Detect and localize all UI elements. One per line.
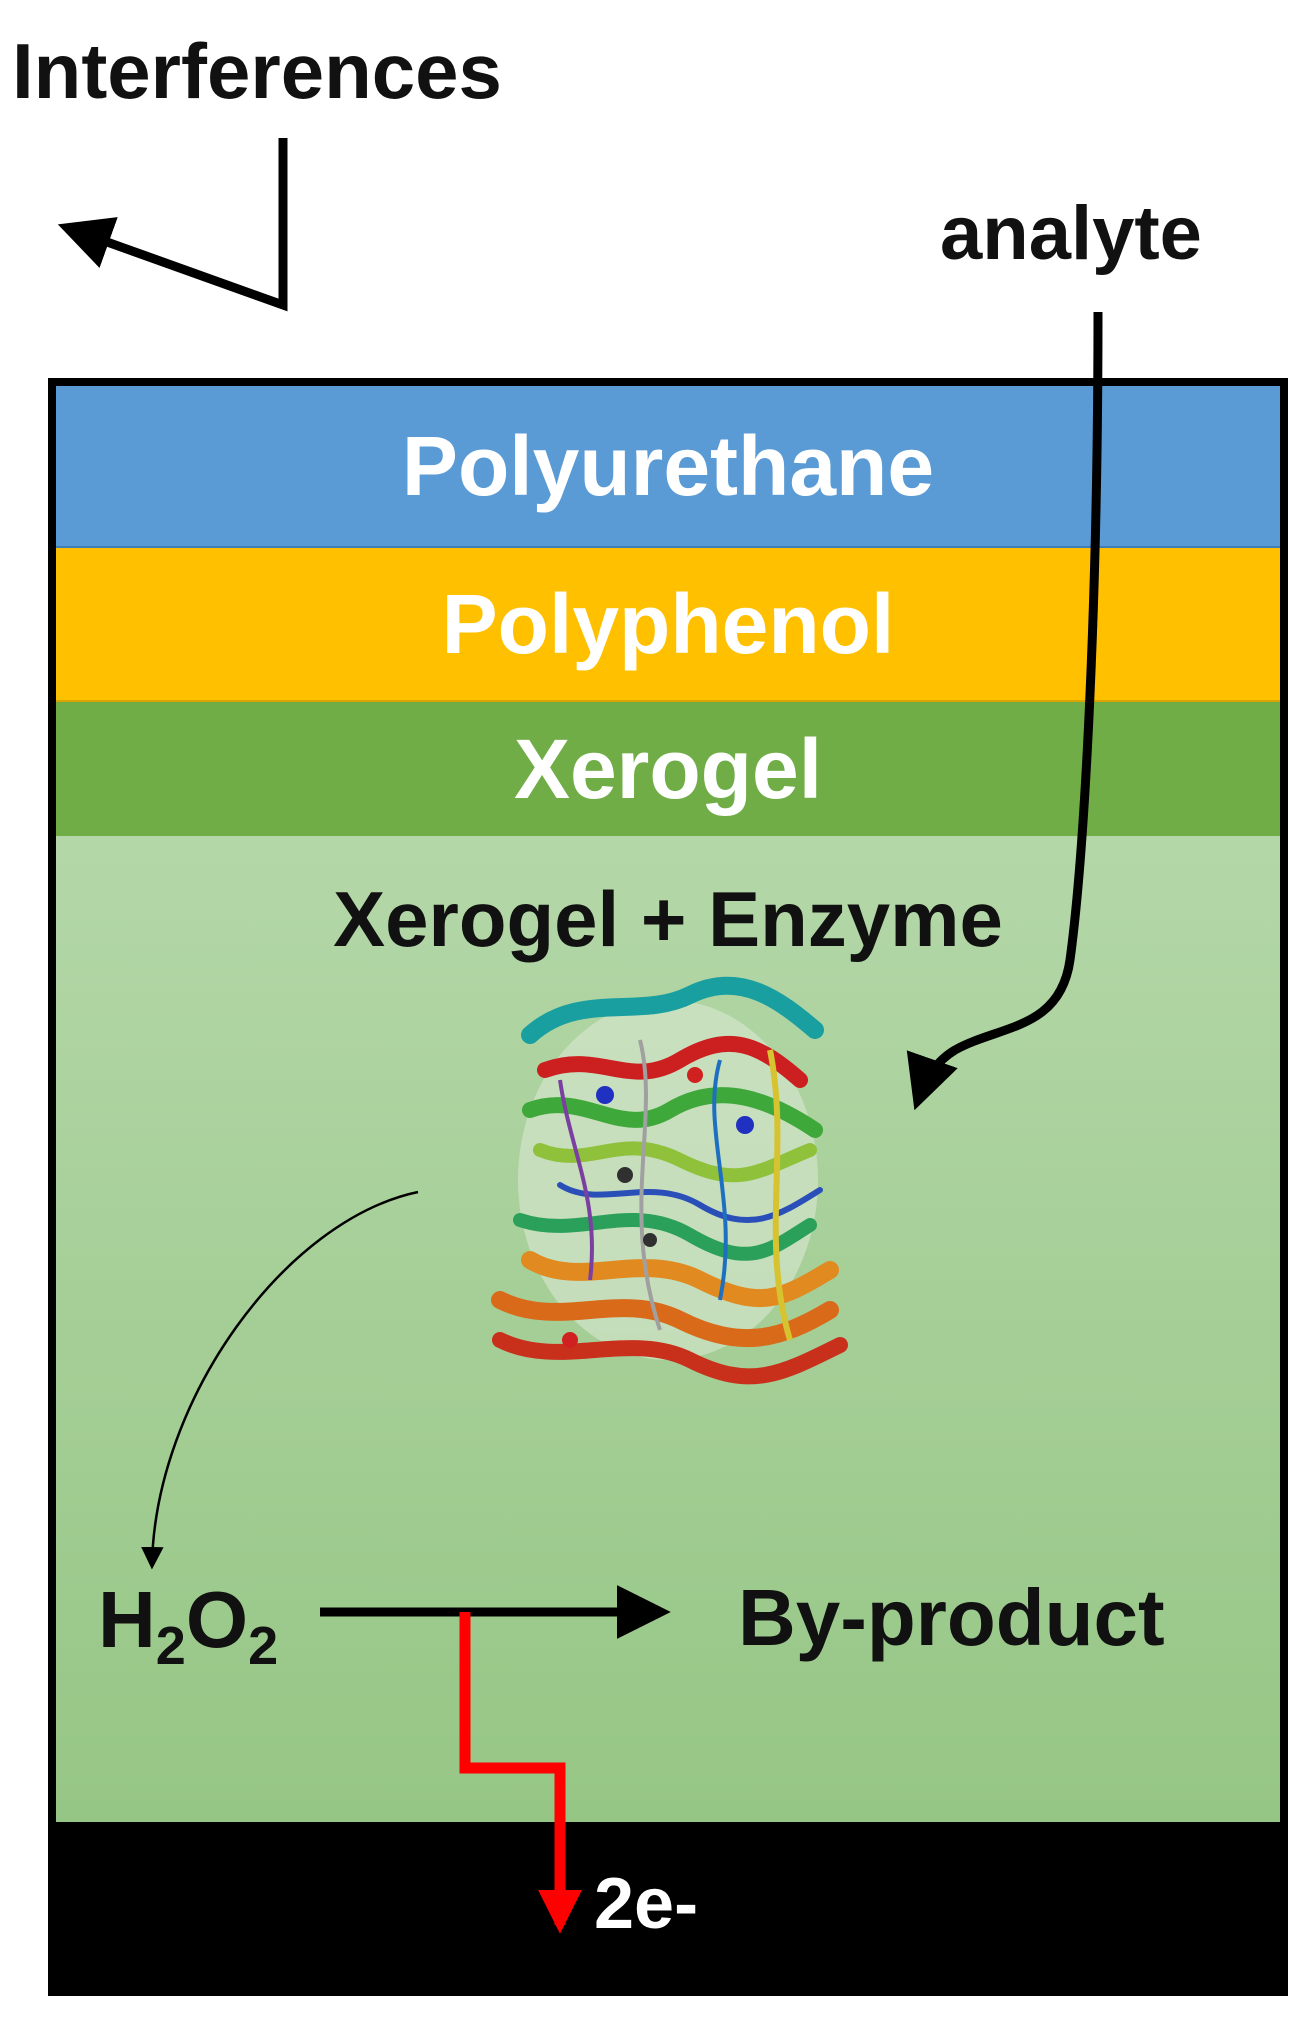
interferences-arrow	[57, 138, 288, 312]
enzyme-icon	[491, 976, 848, 1385]
analyte-arrow	[906, 311, 1103, 1111]
polyphenol-label: Polyphenol	[441, 576, 895, 671]
h2o2-h: H	[98, 1575, 156, 1664]
analyte-label: analyte	[940, 191, 1202, 276]
electrons-label: 2e-	[594, 1864, 699, 1944]
h2o2-o: O	[185, 1575, 249, 1664]
enzyme-to-h2o2-arrow	[141, 1190, 419, 1570]
polyphenol-layer: Polyphenol	[56, 548, 1280, 702]
polyurethane-label: Polyurethane	[401, 418, 935, 513]
enzyme-layer-label: Xerogel + Enzyme	[333, 875, 1003, 963]
electron-arrow	[459, 1612, 582, 1934]
byproduct-label: By-product	[738, 1573, 1165, 1662]
polyurethane-layer: Polyurethane	[56, 386, 1280, 548]
xerogel-layer: Xerogel	[56, 702, 1280, 836]
h2o2-subscript-2: 2	[248, 1616, 279, 1676]
h2o2-label: H2O2	[98, 1580, 279, 1676]
xerogel-label: Xerogel	[513, 721, 823, 816]
electrode	[56, 1822, 1280, 1988]
h2o2-subscript-1: 2	[155, 1616, 186, 1676]
interferences-label: Interferences	[12, 27, 502, 115]
